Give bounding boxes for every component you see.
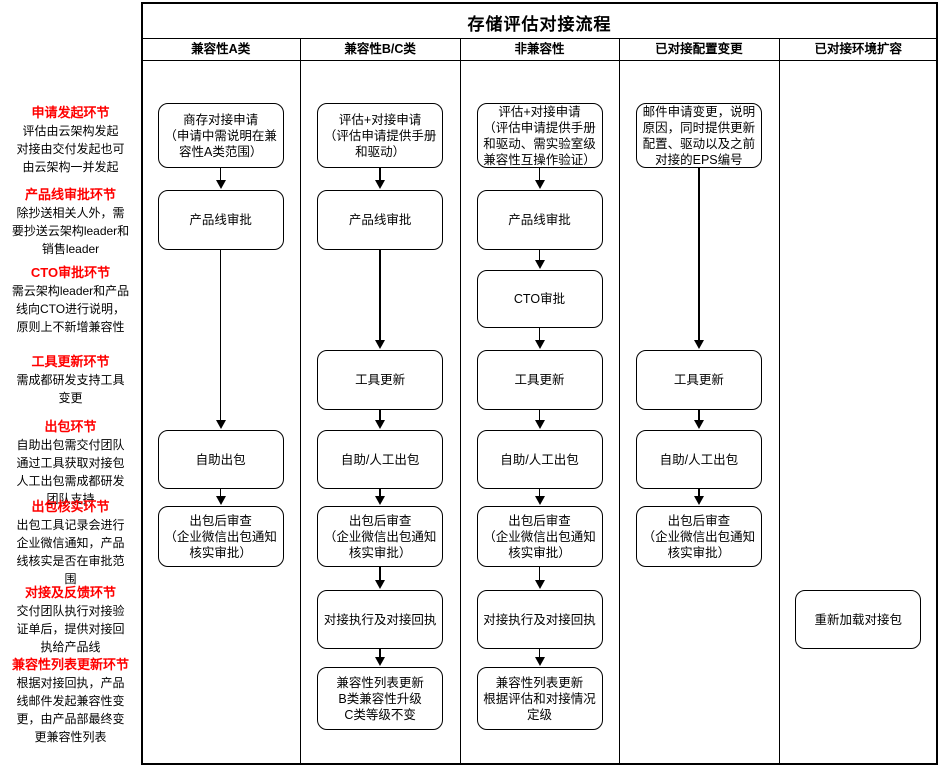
lane-desc: 需云架构leader和产品 线向CTO进行说明， 原则上不新增兼容性 [11, 284, 130, 334]
flow-arrow [219, 489, 222, 498]
arrow-head-icon [534, 420, 545, 429]
lane-title: 出包环节 [44, 419, 97, 434]
flow-arrow [698, 489, 700, 498]
flow-step-box: 出包后审查 （企业微信出包通知 核实审批） [157, 506, 284, 567]
flow-step-box: 自助出包 [157, 430, 284, 489]
flow-step-box: 自助/人工出包 [476, 430, 603, 489]
arrow-head-icon [534, 260, 545, 269]
lane-label: CTO审批环节需云架构leader和产品 线向CTO进行说明， 原则上不新增兼容… [2, 264, 139, 336]
flow-step-box: CTO审批 [476, 270, 603, 328]
arrow-head-icon [534, 580, 545, 589]
flow-step-box: 产品线审批 [476, 190, 603, 250]
arrow-head-icon [693, 340, 704, 349]
flow-step-box: 兼容性列表更新 根据评估和对接情况 定级 [476, 667, 603, 730]
diagram-title: 存储评估对接流程 [467, 15, 612, 34]
lane-label: 工具更新环节需成都研发支持工具 变更 [2, 353, 139, 407]
flow-arrow [379, 250, 381, 342]
lane-label: 兼容性列表更新环节根据对接回执，产品 线邮件发起兼容性变 更，由产品部最终变 更… [2, 656, 139, 746]
column-divider [619, 38, 621, 765]
lane-desc: 需成都研发支持工具 变更 [16, 373, 125, 405]
flow-step-box: 重新加载对接包 [795, 590, 922, 649]
column-header: 兼容性A类 [191, 42, 251, 56]
flow-step-box: 出包后审查 （企业微信出包通知 核实审批） [476, 506, 603, 567]
arrow-head-icon [375, 340, 386, 349]
flow-arrow [538, 410, 541, 422]
lane-desc: 除抄送相关人外，需 要抄送云架构leader和 销售leader [11, 206, 130, 256]
lane-title: 产品线审批环节 [24, 187, 116, 202]
lane-label: 申请发起环节评估由云架构发起 对接由交付发起也可 由云架构一并发起 [2, 104, 139, 176]
lane-desc: 出包工具记录会进行 企业微信通知，产品 线核实是否在审批范 围 [16, 518, 125, 586]
arrow-head-icon [693, 420, 704, 429]
flow-arrow [538, 250, 541, 262]
flow-arrow [538, 649, 541, 659]
flow-arrow [379, 567, 381, 582]
flow-step-box: 商存对接申请 （申请中需说明在兼 容性A类范围） [157, 103, 284, 168]
flow-arrow [538, 328, 541, 342]
lane-title: 出包核实环节 [31, 499, 110, 514]
flow-arrow [219, 168, 222, 182]
flow-arrow [379, 168, 381, 182]
lane-label: 对接及反馈环节交付团队执行对接验 证单后，提供对接回 执给产品线 [2, 584, 139, 656]
flow-step-box: 产品线审批 [317, 190, 444, 250]
arrow-head-icon [375, 180, 386, 189]
flow-arrow [219, 250, 222, 422]
table-row-divider [141, 38, 938, 39]
column-divider [300, 38, 302, 765]
arrow-head-icon [534, 496, 545, 505]
arrow-head-icon [375, 657, 386, 666]
lane-label: 出包核实环节出包工具记录会进行 企业微信通知，产品 线核实是否在审批范 围 [2, 498, 139, 588]
arrow-head-icon [375, 496, 386, 505]
arrow-head-icon [534, 657, 545, 666]
flow-arrow [698, 410, 700, 422]
lane-title: CTO审批环节 [30, 265, 111, 280]
column-header: 兼容性B/C类 [344, 42, 416, 56]
lane-title: 工具更新环节 [31, 354, 110, 369]
flow-step-box: 出包后审查 （企业微信出包通知 核实审批） [317, 506, 444, 567]
flow-step-box: 自助/人工出包 [635, 430, 762, 489]
arrow-head-icon [534, 180, 545, 189]
flow-arrow [379, 649, 381, 659]
flow-step-box: 工具更新 [635, 350, 762, 410]
lane-label: 出包环节自助出包需交付团队 通过工具获取对接包 人工出包需成都研发 团队支持 [2, 418, 139, 508]
flow-step-box: 评估+对接申请 （评估申请提供手册 和驱动） [317, 103, 444, 168]
flow-arrow [538, 567, 541, 582]
table-row-divider [141, 60, 938, 61]
lane-desc: 评估由云架构发起 对接由交付发起也可 由云架构一并发起 [16, 124, 125, 174]
arrow-head-icon [215, 180, 226, 189]
flow-arrow [538, 168, 541, 182]
column-header: 已对接配置变更 [655, 42, 743, 56]
flow-step-box: 工具更新 [317, 350, 444, 410]
flow-step-box: 兼容性列表更新 B类兼容性升级 C类等级不变 [317, 667, 444, 730]
lane-desc: 根据对接回执，产品 线邮件发起兼容性变 更，由产品部最终变 更兼容性列表 [16, 676, 125, 744]
flow-step-box: 邮件申请变更，说明 原因，同时提供更新 配置、驱动以及之前 对接的EPS编号 [635, 103, 762, 168]
flow-step-box: 工具更新 [476, 350, 603, 410]
column-divider [459, 38, 461, 765]
flow-step-box: 对接执行及对接回执 [476, 590, 603, 649]
flow-step-box: 评估+对接申请 （评估申请提供手册 和驱动、需实验室级 兼容性互操作验证） [476, 103, 603, 168]
flow-arrow [698, 168, 700, 342]
arrow-head-icon [375, 420, 386, 429]
column-header: 非兼容性 [514, 42, 565, 56]
column-header: 已对接环境扩容 [814, 42, 903, 56]
lane-title: 对接及反馈环节 [24, 585, 116, 600]
arrow-head-icon [375, 580, 386, 589]
flow-step-box: 对接执行及对接回执 [317, 590, 444, 649]
arrow-head-icon [693, 496, 704, 505]
lane-title: 兼容性列表更新环节 [11, 657, 129, 672]
flow-step-box: 出包后审查 （企业微信出包通知 核实审批） [635, 506, 762, 567]
column-divider [778, 38, 780, 765]
flow-arrow [379, 489, 381, 498]
flow-arrow [379, 410, 381, 422]
process-table-frame [141, 2, 938, 765]
flow-step-box: 产品线审批 [157, 190, 284, 250]
lane-desc: 自助出包需交付团队 通过工具获取对接包 人工出包需成都研发 团队支持 [16, 438, 125, 506]
lane-desc: 交付团队执行对接验 证单后，提供对接回 执给产品线 [16, 604, 125, 654]
flow-step-box: 自助/人工出包 [317, 430, 444, 489]
arrow-head-icon [215, 496, 226, 505]
arrow-head-icon [215, 420, 226, 429]
flow-arrow [538, 489, 541, 498]
lane-title: 申请发起环节 [31, 105, 110, 120]
lane-label: 产品线审批环节除抄送相关人外，需 要抄送云架构leader和 销售leader [2, 186, 139, 258]
arrow-head-icon [534, 340, 545, 349]
